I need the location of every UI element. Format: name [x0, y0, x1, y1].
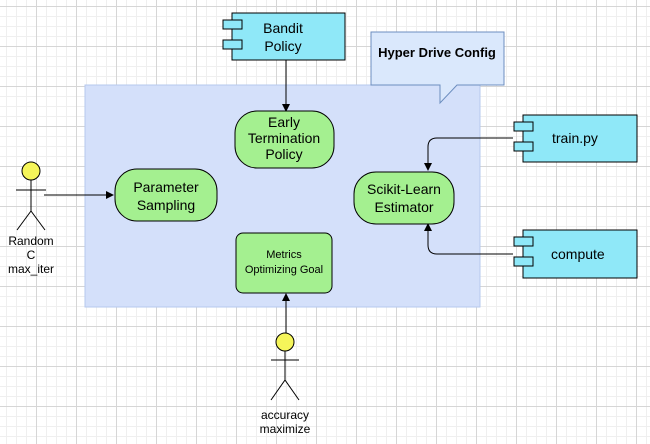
actor-head-icon — [21, 161, 41, 181]
compute-label: compute — [551, 246, 605, 262]
actor-accuracy-line1: accuracy — [261, 408, 309, 422]
actor-body-icon — [16, 180, 46, 231]
train-py-component: train.py — [513, 114, 638, 163]
metrics-goal-node: Metrics Optimizing Goal — [235, 232, 333, 294]
sklearn-estimator-node: Scikit-Learn Estimator — [353, 171, 455, 225]
component-tab-icon — [513, 256, 534, 267]
component-tab-icon — [513, 121, 534, 132]
metrics-goal-line1: Metrics — [266, 249, 302, 261]
compute-component: compute — [513, 229, 638, 279]
early-termination-policy-node: Early Termination Policy — [234, 110, 335, 169]
sklearn-estimator-line1: Scikit-Learn — [367, 181, 441, 197]
bandit-policy-component: Bandit Policy — [222, 12, 346, 61]
bandit-policy-line1: Bandit — [263, 20, 303, 36]
early-termination-line2: Termination — [248, 130, 320, 146]
actor-head-icon — [275, 332, 295, 352]
component-tab-icon — [222, 19, 243, 30]
actor-accuracy: accuracy maximize — [260, 332, 311, 436]
component-tab-icon — [513, 141, 534, 152]
arrow-compute-to-estimator — [424, 223, 513, 255]
actor-random-line2: C — [27, 248, 36, 262]
early-termination-line3: Policy — [265, 146, 302, 162]
hyperdrive-config-callout: Hyper Drive Config — [370, 31, 505, 105]
parameter-sampling-line1: Parameter — [133, 179, 199, 195]
actor-random: Random C max_iter — [8, 161, 54, 276]
bandit-policy-line2: Policy — [264, 38, 301, 54]
metrics-goal-line2: Optimizing Goal — [245, 264, 323, 276]
actor-random-line3: max_iter — [8, 262, 54, 276]
early-termination-line1: Early — [268, 114, 300, 130]
parameter-sampling-line2: Sampling — [137, 197, 195, 213]
actor-accuracy-line2: maximize — [260, 422, 311, 436]
component-tab-icon — [513, 236, 534, 247]
actor-body-icon — [270, 351, 300, 401]
connectors — [44, 60, 513, 337]
arrow-train-to-estimator — [424, 137, 513, 171]
train-py-label: train.py — [552, 130, 598, 146]
component-tab-icon — [222, 39, 243, 50]
actor-random-line1: Random — [8, 234, 53, 248]
sklearn-estimator-line2: Estimator — [374, 199, 433, 215]
parameter-sampling-node: Parameter Sampling — [114, 168, 218, 222]
hyperdrive-config-label: Hyper Drive Config — [378, 45, 496, 60]
